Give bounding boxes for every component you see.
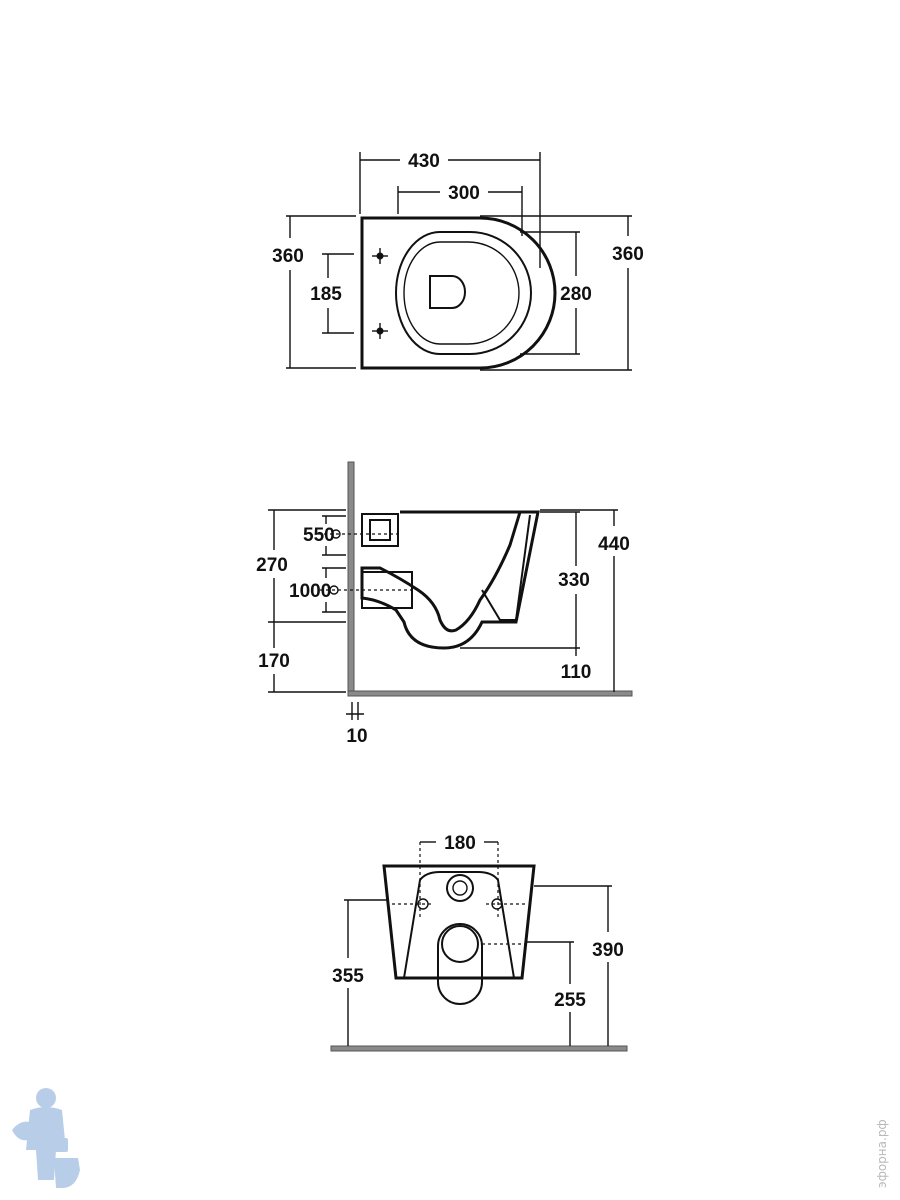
dim-185: 185 bbox=[310, 284, 342, 305]
dim-330: 330 bbox=[558, 570, 590, 591]
water-inlet-rear bbox=[446, 874, 474, 902]
outlet-shape bbox=[429, 275, 466, 309]
axis-marker-icon bbox=[331, 529, 341, 539]
top-view: 430 300 360 185 280 360 bbox=[272, 151, 644, 371]
dim-390: 390 bbox=[592, 940, 624, 961]
axis-marker-icon bbox=[329, 585, 339, 595]
dim-550: 550 bbox=[303, 525, 335, 546]
dim-280: 280 bbox=[560, 284, 592, 305]
dim-440: 440 bbox=[598, 534, 630, 555]
dim-180: 180 bbox=[444, 833, 476, 854]
floor bbox=[330, 1045, 628, 1052]
bowl-rear-outline bbox=[382, 864, 536, 980]
watermark-text: эфорна.рф bbox=[875, 1119, 889, 1188]
dim-360-left: 360 bbox=[272, 246, 304, 267]
dim-270: 270 bbox=[256, 555, 288, 576]
bowl-inner-rim bbox=[395, 231, 532, 355]
water-inlet bbox=[361, 513, 399, 547]
fixing-hole-icon bbox=[392, 898, 434, 910]
dim-255: 255 bbox=[554, 990, 586, 1011]
plumber-logo-icon bbox=[12, 1088, 80, 1188]
rear-panel bbox=[403, 871, 515, 979]
dim-10: 10 bbox=[346, 726, 367, 747]
waste-outlet-rear-ring bbox=[441, 925, 479, 963]
dim-300: 300 bbox=[448, 183, 480, 204]
bowl-top-outline bbox=[360, 216, 557, 370]
floor bbox=[347, 690, 633, 697]
waste-outlet-rear bbox=[437, 923, 483, 1005]
fixing-hole-icon bbox=[372, 323, 388, 339]
side-view: 550 1000 270 170 440 330 bbox=[256, 461, 633, 747]
rear-view: 180 355 390 255 bbox=[330, 833, 628, 1052]
water-inlet-rear-inner bbox=[452, 880, 468, 896]
bowl-inner-rim-2 bbox=[403, 241, 520, 345]
dim-170: 170 bbox=[258, 651, 290, 672]
dim-110: 110 bbox=[561, 662, 592, 683]
dim-355: 355 bbox=[332, 966, 364, 987]
wall bbox=[347, 461, 355, 697]
dim-430: 430 bbox=[408, 151, 440, 172]
fixing-hole-icon bbox=[372, 248, 388, 264]
dim-1000: 1000 bbox=[289, 581, 331, 602]
fixing-hole-icon bbox=[486, 898, 528, 910]
dim-360-right: 360 bbox=[612, 244, 644, 265]
water-inlet-inner bbox=[369, 519, 391, 541]
bowl-side-inner bbox=[481, 514, 531, 621]
bowl-side-outline bbox=[360, 510, 540, 650]
